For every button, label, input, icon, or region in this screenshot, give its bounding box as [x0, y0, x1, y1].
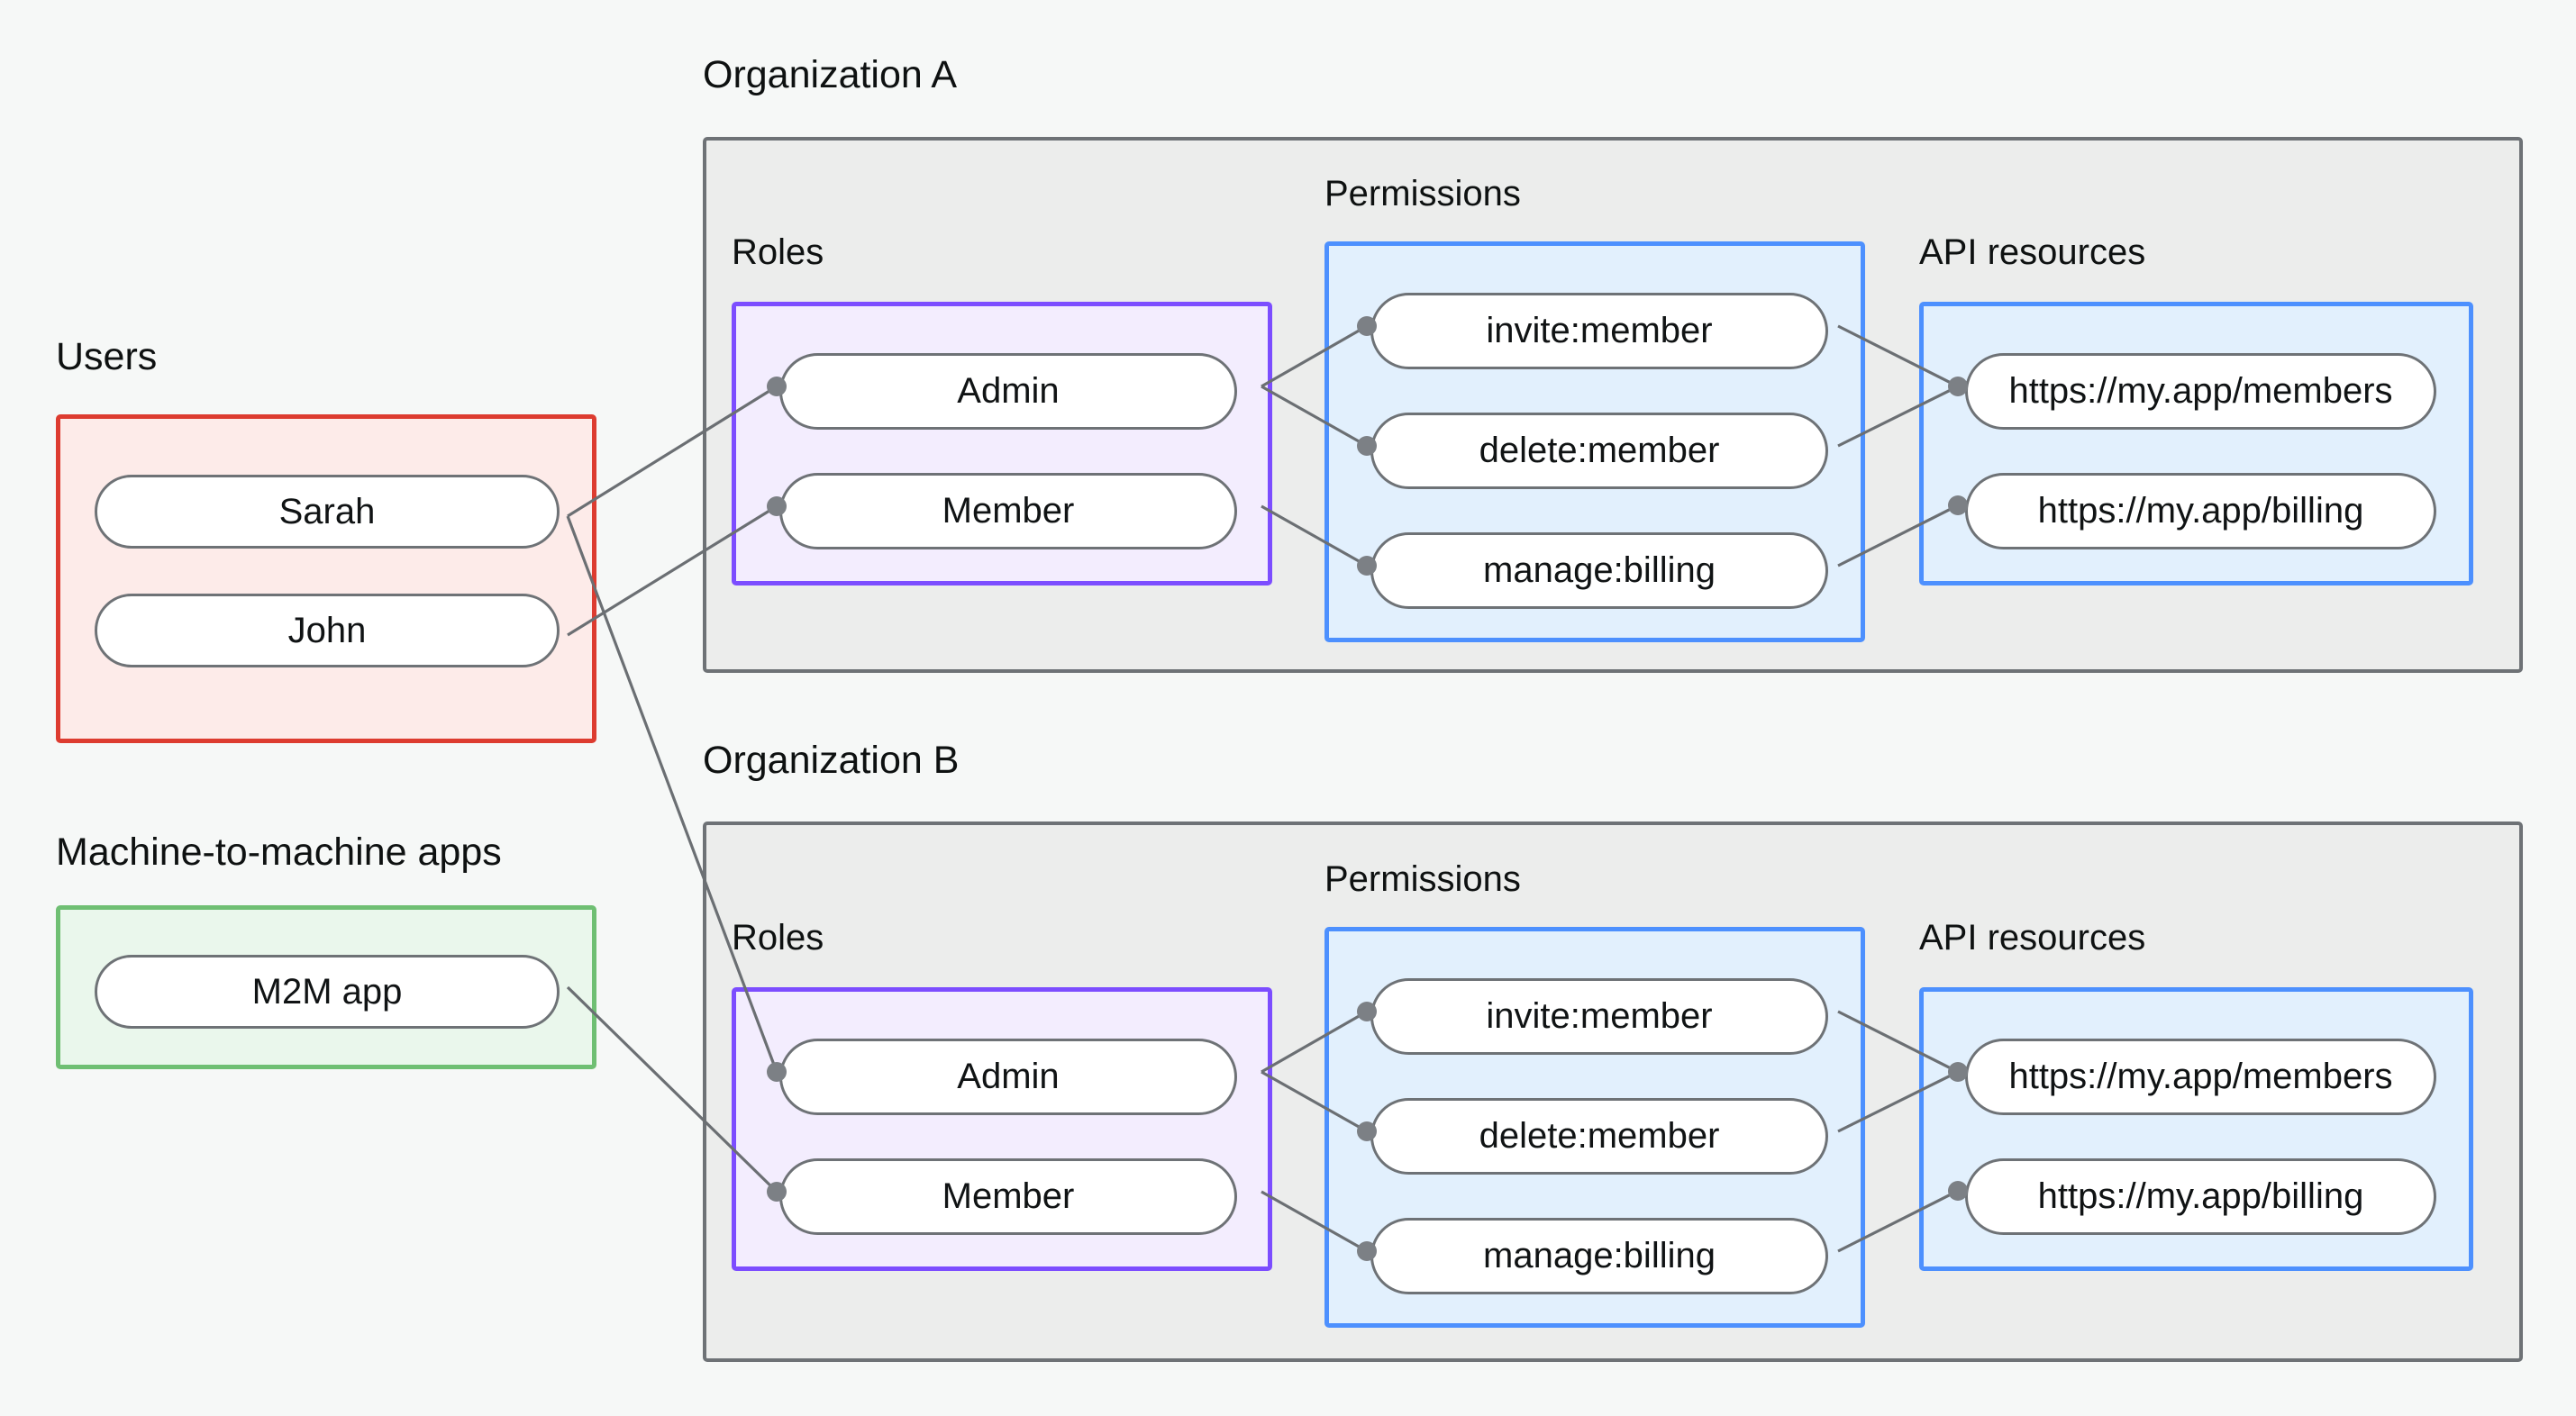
org-b-api-pill-members-label: https://my.app/members: [2008, 1057, 2393, 1096]
m2m-container: M2M app: [56, 905, 596, 1069]
org-b-permissions-container: invite:member delete:member manage:billi…: [1324, 927, 1865, 1328]
user-pill-john[interactable]: John: [95, 594, 560, 667]
org-a-permission-pill-manage-billing-label: manage:billing: [1483, 550, 1716, 590]
org-b-permissions-label: Permissions: [1324, 859, 1521, 899]
org-b-role-pill-member-label: Member: [942, 1176, 1075, 1216]
org-a-api-resources-container: https://my.app/members https://my.app/bi…: [1919, 302, 2473, 585]
users-group-label: Users: [56, 335, 158, 378]
org-b-permission-pill-manage-billing-label: manage:billing: [1483, 1236, 1716, 1275]
org-a-role-pill-admin-label: Admin: [957, 371, 1060, 411]
org-b-roles-container: Admin Member: [732, 987, 1272, 1271]
org-a-permissions-label: Permissions: [1324, 174, 1521, 213]
org-b-roles-label: Roles: [732, 918, 824, 958]
org-a-permission-pill-delete-member-label: delete:member: [1479, 431, 1720, 470]
org-a-roles-container: Admin Member: [732, 302, 1272, 585]
org-a-api-pill-billing[interactable]: https://my.app/billing: [1965, 473, 2436, 549]
org-b-permission-pill-invite-member-label: invite:member: [1486, 996, 1713, 1036]
org-b-permission-pill-manage-billing[interactable]: manage:billing: [1370, 1218, 1828, 1294]
users-container: Sarah John: [56, 414, 596, 743]
org-a-role-pill-member[interactable]: Member: [779, 473, 1237, 549]
org-a-roles-label: Roles: [732, 232, 824, 272]
org-a-api-pill-members[interactable]: https://my.app/members: [1965, 353, 2436, 430]
org-b-label: Organization B: [703, 739, 960, 782]
org-b-permission-pill-delete-member[interactable]: delete:member: [1370, 1098, 1828, 1175]
org-a-api-pill-billing-label: https://my.app/billing: [2037, 491, 2364, 531]
user-pill-sarah-label: Sarah: [278, 491, 376, 531]
m2m-pill-app-label: M2M app: [251, 971, 403, 1012]
org-b-api-resources-container: https://my.app/members https://my.app/bi…: [1919, 987, 2473, 1271]
org-a-role-pill-admin[interactable]: Admin: [779, 353, 1237, 430]
org-a-permissions-container: invite:member delete:member manage:billi…: [1324, 241, 1865, 642]
org-a-permission-pill-invite-member-label: invite:member: [1486, 311, 1713, 350]
org-a-permission-pill-manage-billing[interactable]: manage:billing: [1370, 532, 1828, 609]
org-b-role-pill-member[interactable]: Member: [779, 1158, 1237, 1235]
user-pill-sarah[interactable]: Sarah: [95, 475, 560, 549]
user-pill-john-label: John: [287, 610, 367, 650]
org-a-api-pill-members-label: https://my.app/members: [2008, 371, 2393, 411]
org-b-role-pill-admin-label: Admin: [957, 1057, 1060, 1096]
org-a-permission-pill-invite-member[interactable]: invite:member: [1370, 293, 1828, 369]
org-a-api-resources-label: API resources: [1919, 232, 2146, 272]
org-a-role-pill-member-label: Member: [942, 491, 1075, 531]
org-b-permission-pill-delete-member-label: delete:member: [1479, 1116, 1720, 1156]
org-b-api-pill-billing-label: https://my.app/billing: [2037, 1176, 2364, 1216]
org-b-api-resources-label: API resources: [1919, 918, 2146, 958]
org-b-api-pill-billing[interactable]: https://my.app/billing: [1965, 1158, 2436, 1235]
m2m-group-label: Machine-to-machine apps: [56, 831, 502, 874]
org-a-label: Organization A: [703, 53, 958, 96]
org-a-permission-pill-delete-member[interactable]: delete:member: [1370, 413, 1828, 489]
org-b-api-pill-members[interactable]: https://my.app/members: [1965, 1039, 2436, 1115]
org-b-role-pill-admin[interactable]: Admin: [779, 1039, 1237, 1115]
m2m-pill-app[interactable]: M2M app: [95, 955, 560, 1029]
org-b-permission-pill-invite-member[interactable]: invite:member: [1370, 978, 1828, 1055]
